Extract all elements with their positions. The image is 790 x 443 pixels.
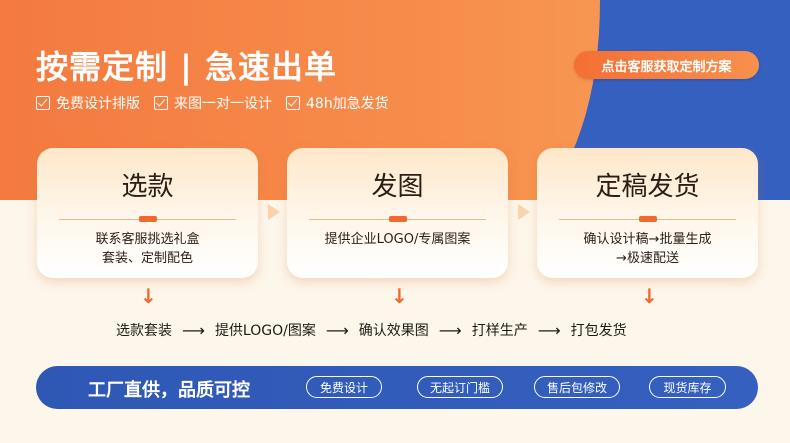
footer-banner: 工厂直供，品质可控 免费设计 无起订门槛 售后包修改 现货库存 (36, 366, 758, 409)
triangle-arrow-icon (518, 204, 530, 220)
right-arrow-icon: ⟶ (438, 320, 462, 340)
feature-item: 免费设计排版 (36, 93, 140, 113)
contact-service-button[interactable]: 点击客服获取定制方案 (574, 51, 759, 79)
feature-label: 免费设计排版 (56, 96, 140, 112)
card-accent-mark (388, 216, 407, 222)
page-title: 按需定制 | 急速出单 (36, 48, 337, 86)
down-arrow-icon: ↓ (641, 284, 658, 308)
card-description: 联系客服挑选礼盒 套装、定制配色 (37, 230, 258, 268)
pill-free-design: 免费设计 (306, 376, 382, 398)
right-arrow-icon: ⟶ (537, 320, 561, 340)
card-desc-line: →极速配送 (616, 251, 679, 266)
flow-step: 打样生产 (471, 323, 528, 339)
flow-step: 选款套装 (116, 323, 172, 339)
checkbox-icon (36, 96, 50, 110)
right-arrow-icon: ⟶ (182, 320, 205, 340)
card-title: 定稿发货 (595, 172, 700, 202)
flow-step: 确认效果图 (358, 323, 429, 339)
step-card-finalize-ship: 定稿发货 确认设计稿→批量生成 →极速配送 (537, 148, 758, 278)
process-flow: 选款套装 ⟶ 提供LOGO/图案 ⟶ 确认效果图 ⟶ 打样生产 ⟶ 打包发货 (116, 320, 627, 340)
card-accent-mark (138, 216, 157, 222)
card-desc-line: 提供企业LOGO/专属图案 (324, 232, 471, 247)
card-accent-mark (638, 216, 657, 222)
card-description: 提供企业LOGO/专属图案 (287, 230, 508, 249)
card-desc-line: 联系客服挑选礼盒 (95, 232, 200, 247)
checkbox-icon (154, 96, 168, 110)
feature-item: 来图一对一设计 (154, 93, 272, 113)
card-title: 选款 (121, 172, 174, 202)
flow-step: 提供LOGO/图案 (214, 323, 316, 339)
pill-no-moq: 无起订门槛 (417, 376, 503, 398)
footer-title: 工厂直供，品质可控 (88, 380, 250, 401)
checkbox-icon (286, 96, 300, 110)
feature-item: 48h加急发货 (286, 93, 389, 113)
pill-in-stock: 现货库存 (649, 376, 726, 398)
feature-label: 48h加急发货 (306, 96, 389, 112)
right-arrow-icon: ⟶ (325, 320, 349, 340)
down-arrow-icon: ↓ (140, 284, 157, 308)
step-card-select: 选款 联系客服挑选礼盒 套装、定制配色 (37, 148, 258, 278)
card-title: 发图 (371, 172, 424, 202)
down-arrow-icon: ↓ (391, 284, 408, 308)
card-desc-line: 确认设计稿→批量生成 (583, 232, 712, 247)
triangle-arrow-icon (268, 204, 280, 220)
step-card-send-image: 发图 提供企业LOGO/专属图案 (287, 148, 508, 278)
feature-label: 来图一对一设计 (174, 96, 272, 112)
card-description: 确认设计稿→批量生成 →极速配送 (537, 230, 758, 268)
flow-step: 打包发货 (570, 323, 627, 339)
card-desc-line: 套装、定制配色 (101, 251, 193, 266)
pill-after-sale-edit: 售后包修改 (534, 376, 620, 398)
feature-list: 免费设计排版 来图一对一设计 48h加急发货 (36, 93, 389, 113)
